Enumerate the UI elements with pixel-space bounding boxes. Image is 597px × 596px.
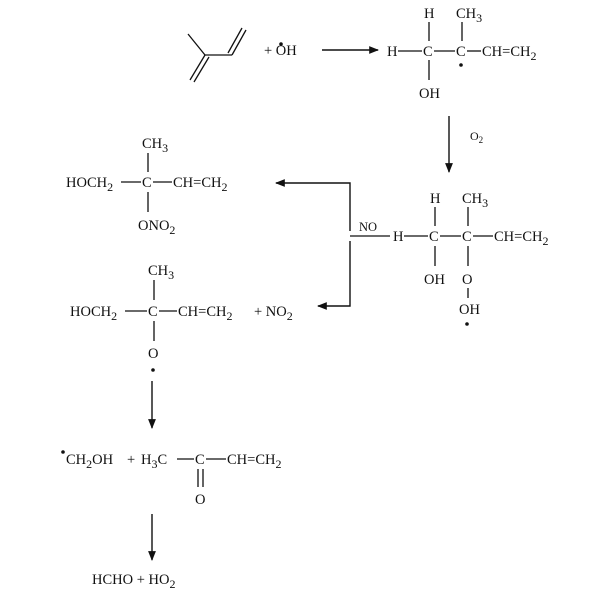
vinyl-group: CH=CH2	[227, 452, 281, 471]
hydroxyl-group: OH	[424, 272, 445, 288]
radical-dot	[465, 322, 469, 326]
vinyl-group: CH=CH2	[482, 44, 536, 63]
plus-sign: +	[127, 452, 135, 468]
alkoxy-radical: CH3 HOCH2 C CH=CH2 + NO2 O	[70, 263, 293, 372]
methyl-group: CH3	[148, 263, 174, 282]
methyl-group: CH3	[456, 6, 482, 25]
o2-reagent: O2	[470, 129, 483, 145]
plus-oh-label: + OH	[264, 43, 297, 59]
hydroxymethyl-group: HOCH2	[70, 304, 117, 323]
peroxy-oh: OH	[459, 302, 480, 318]
isoprene-structure	[187, 27, 247, 83]
vinyl-group: CH=CH2	[494, 229, 548, 248]
vinyl-group: CH=CH2	[178, 304, 232, 323]
vinyl-group: CH=CH2	[173, 175, 227, 194]
methyl-group: CH3	[142, 136, 168, 155]
carbon-atom: C	[456, 44, 466, 60]
final-products: HCHO + HO2	[92, 572, 175, 591]
hydroxyl-group: OH	[419, 86, 440, 102]
carbon-atom: C	[423, 44, 433, 60]
oxygen-atom: O	[462, 272, 472, 288]
carbonyl-oxygen: O	[195, 492, 205, 508]
peroxy-radical: H CH3 H C C CH=CH2 OH O OH	[393, 191, 548, 326]
carbon-atom: C	[148, 304, 158, 320]
radical-dot	[459, 63, 463, 67]
h-atom: H	[393, 229, 404, 245]
radical-dot	[61, 450, 65, 454]
hydroxymethyl-radical: CH2OH	[66, 452, 114, 471]
radical-dot	[151, 368, 155, 372]
carbon-atom: C	[462, 229, 472, 245]
nitrate-group: ONO2	[138, 218, 175, 237]
decomposition-products: CH2OH + H3C C CH=CH2 O	[61, 450, 281, 508]
methyl-group: H3C	[141, 452, 167, 471]
h-atom: H	[424, 6, 435, 22]
no-reaction-arrows: NO	[275, 179, 390, 310]
methyl-group: CH3	[462, 191, 488, 210]
oxygen-atom: O	[148, 346, 158, 362]
h-atom: H	[387, 44, 398, 60]
no-reagent: NO	[359, 220, 377, 234]
carbon-atom: C	[429, 229, 439, 245]
carbonyl-carbon: C	[195, 452, 205, 468]
plus-no2-label: + NO2	[254, 304, 293, 323]
hydroxyl-radical-reagent: + OH	[264, 42, 297, 59]
hydroxyalkyl-radical: H CH3 H C C CH=CH2 OH	[387, 6, 536, 102]
carbon-atom: C	[142, 175, 152, 191]
h-atom: H	[430, 191, 441, 207]
hydroxymethyl-group: HOCH2	[66, 175, 113, 194]
alkyl-nitrate: CH3 HOCH2 C CH=CH2 ONO2	[66, 136, 227, 237]
